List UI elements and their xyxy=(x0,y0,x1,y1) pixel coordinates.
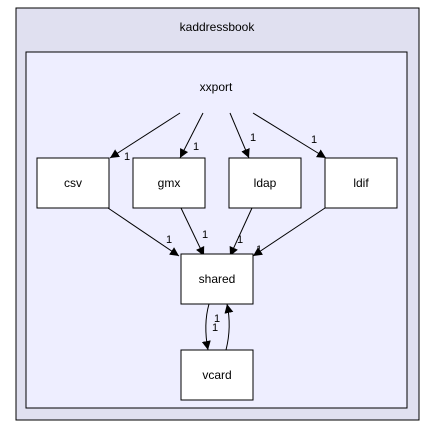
edge-xxport-ldif xyxy=(252,112,327,159)
node-gmx-label: gmx xyxy=(158,176,181,190)
node-csv-box xyxy=(36,157,110,209)
edge-label-gmx-shared: 1 xyxy=(202,229,208,241)
node-ldap-label: ldap xyxy=(254,176,277,190)
edge-xxport-ldap xyxy=(229,112,250,159)
node-csv-label: csv xyxy=(64,176,82,190)
node-shared-label: shared xyxy=(199,272,236,286)
edge-label-ldap-shared: 1 xyxy=(237,234,243,246)
cluster-xxport-box xyxy=(25,51,408,409)
edge-label-csv-shared: 1 xyxy=(166,234,172,246)
cluster-xxport-label: xxport xyxy=(200,80,233,94)
node-ldif-label: ldif xyxy=(353,176,369,190)
edge-label-vcard-shared: 1 xyxy=(214,313,220,325)
node-ldap[interactable]: ldap xyxy=(228,157,302,209)
node-ldif[interactable]: ldif xyxy=(324,157,398,209)
cluster-xxport[interactable]: xxport xyxy=(25,51,408,409)
node-gmx-box xyxy=(132,157,206,209)
node-ldif-box xyxy=(324,157,398,209)
node-vcard-label: vcard xyxy=(202,368,231,382)
edge-gmx-shared xyxy=(180,207,205,257)
edge-shared-vcard xyxy=(201,303,211,351)
node-vcard[interactable]: vcard xyxy=(180,349,254,401)
node-gmx[interactable]: gmx xyxy=(132,157,206,209)
node-shared-box xyxy=(180,253,254,305)
edge-label-xxport-ldif: 1 xyxy=(311,134,317,146)
edge-xxport-gmx xyxy=(179,112,204,159)
node-ldap-box xyxy=(228,157,302,209)
edge-vcard-shared xyxy=(224,303,234,351)
cluster-kaddressbook-label: kaddressbook xyxy=(180,20,256,34)
edge-ldap-shared xyxy=(229,207,253,257)
edge-csv-shared xyxy=(107,207,180,257)
node-vcard-box xyxy=(180,349,254,401)
edge-label-xxport-ldap: 1 xyxy=(250,132,256,144)
edge-label-xxport-csv: 1 xyxy=(124,151,130,163)
node-csv[interactable]: csv xyxy=(36,157,110,209)
node-shared[interactable]: shared xyxy=(180,253,254,305)
edge-ldif-shared xyxy=(252,207,326,257)
edge-label-xxport-gmx: 1 xyxy=(193,141,199,153)
edge-xxport-csv xyxy=(109,112,181,159)
edges: 1 1 1 1 1 1 1 1 1 1 xyxy=(107,112,327,351)
edge-label-ldif-shared: 1 xyxy=(256,244,262,256)
edge-label-shared-vcard: 1 xyxy=(212,322,218,334)
